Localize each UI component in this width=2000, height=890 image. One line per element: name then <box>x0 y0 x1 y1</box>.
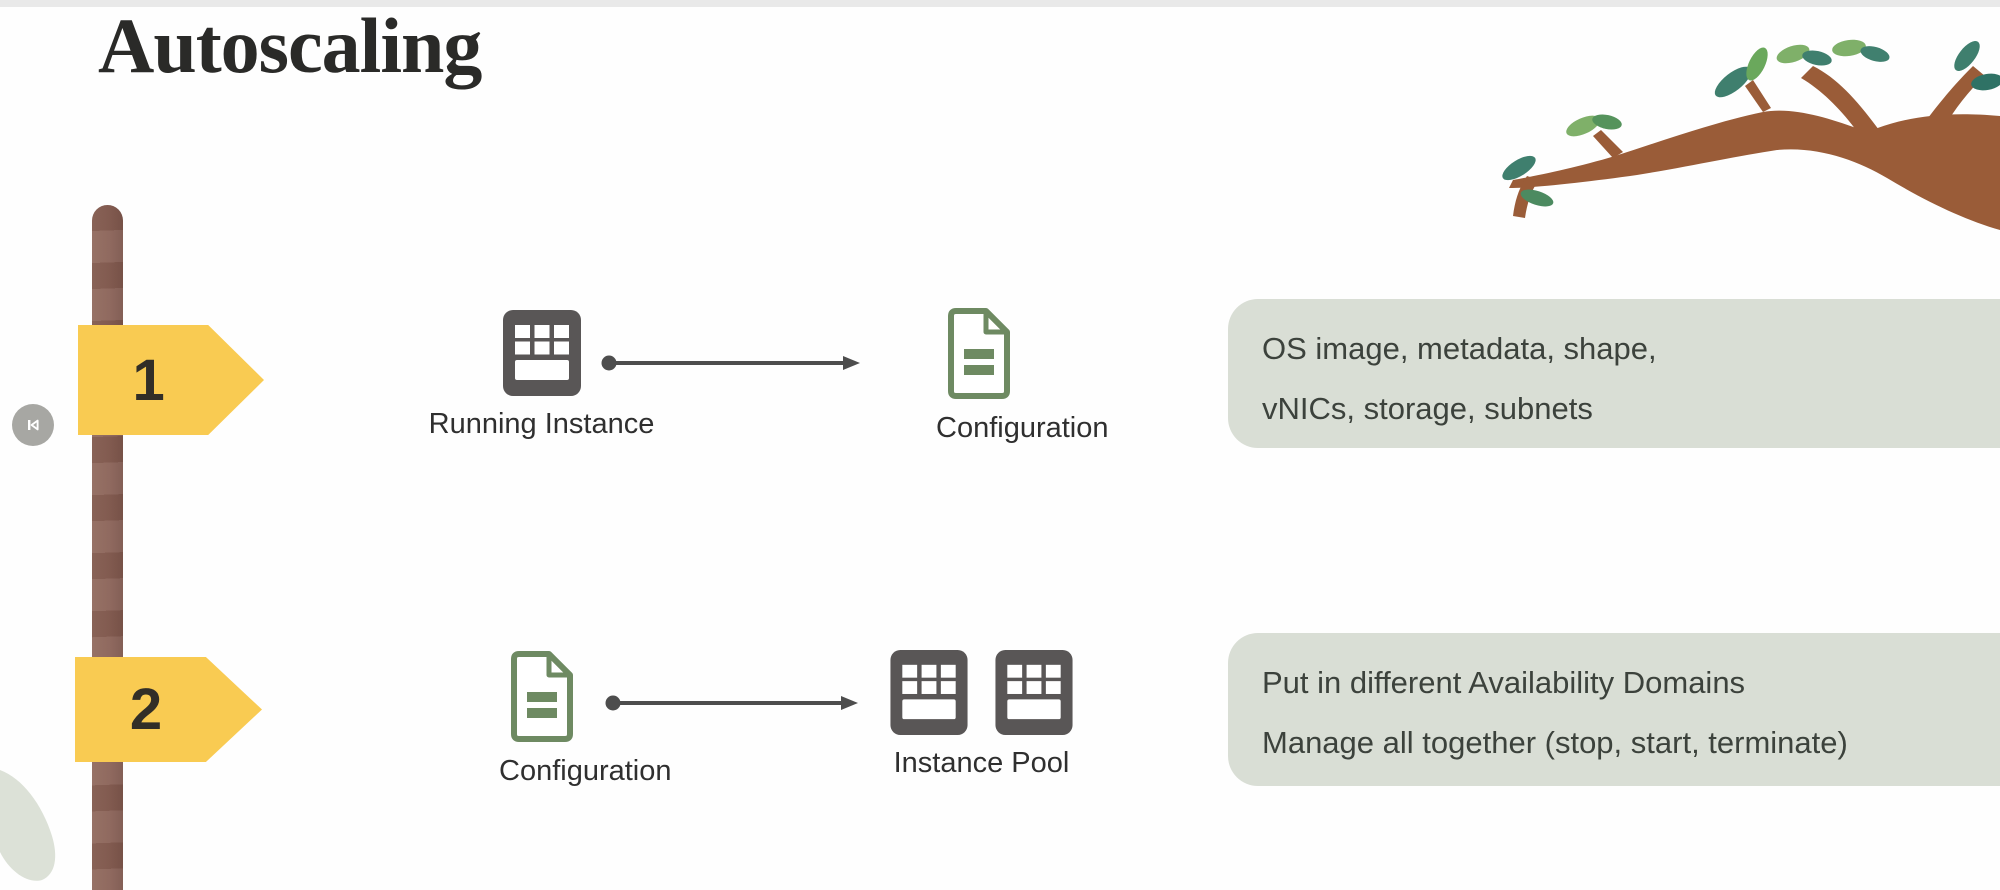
configuration-document-icon <box>948 308 1010 399</box>
instance-grid-icon <box>890 650 968 735</box>
flow-node-instance-pool: Instance Pool <box>890 650 1073 780</box>
top-strip <box>0 0 2000 7</box>
node-label: Configuration <box>499 755 672 787</box>
leaf-icons <box>1502 39 2000 207</box>
node-label: Configuration <box>936 412 1109 444</box>
step-number-2: 2 <box>129 677 163 742</box>
note-box-1: OS image, metadata, shape, vNICs, storag… <box>1228 299 2000 448</box>
node-label: Instance Pool <box>893 747 1070 779</box>
note-line: Manage all together (stop, start, termin… <box>1262 725 1848 760</box>
flow-node-running-instance: Running Instance <box>424 310 659 441</box>
flow-arrow-1 <box>601 355 860 371</box>
skip-previous-button[interactable] <box>12 404 54 446</box>
note-line: vNICs, storage, subnets <box>1262 391 1593 426</box>
step-sign-2: 2 <box>75 657 262 762</box>
instance-grid-icon <box>995 650 1073 735</box>
instance-grid-icon <box>502 310 581 396</box>
note-line: Put in different Availability Domains <box>1262 665 1746 700</box>
signpost-pole <box>92 205 123 890</box>
step-sign-1: 1 <box>78 325 264 435</box>
instance-pool-grid-icons <box>890 650 1073 735</box>
configuration-document-icon <box>511 651 573 742</box>
leaf-blob-decoration <box>0 770 56 881</box>
tree-branch-decoration <box>1502 39 2000 230</box>
flow-arrow-2 <box>605 695 858 711</box>
step-number-1: 1 <box>132 347 165 413</box>
note-box-2: Put in different Availability Domains Ma… <box>1228 633 2000 786</box>
flow-node-configuration-2: Configuration <box>499 650 699 788</box>
skip-previous-icon <box>28 419 39 431</box>
page-title: Autoscaling <box>98 2 482 89</box>
flow-node-configuration-1: Configuration <box>936 307 1136 445</box>
note-line: OS image, metadata, shape, <box>1262 331 1657 366</box>
node-label: Running Instance <box>428 408 655 440</box>
